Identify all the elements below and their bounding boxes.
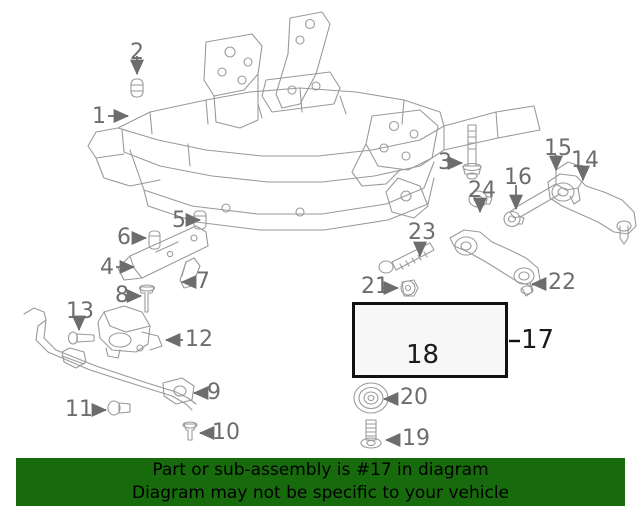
callout-label-5: 5 [172,208,186,233]
line-art-stabilizer-bar [23,305,198,441]
callout-label-6: 6 [117,225,131,250]
callout-label-13: 13 [66,299,94,324]
line-art-subframe [87,11,541,231]
callout-label-11: 11 [65,397,93,422]
callout-label-4: 4 [100,255,114,280]
callout-label-21: 21 [361,274,389,299]
callout-label-14: 14 [571,148,599,173]
notice-line-1: Part or sub-assembly is #17 in diagram [152,460,489,480]
part-notice-banner: Part or sub-assembly is #17 in diagram D… [16,458,625,506]
callout-label-8: 8 [115,283,129,308]
callout-leader-lines [71,56,591,448]
callout-label-24: 24 [468,178,496,203]
line-art-fasteners-left [67,78,207,345]
line-art-bushing-and-bolt-bottom [353,382,389,449]
callout-label-1: 1 [92,104,106,129]
line-art-brace-plate [117,225,209,281]
callout-label-22: 22 [548,270,576,295]
line-art-upper-control-arms [378,124,637,297]
notice-line-2: Diagram may not be specific to your vehi… [131,483,509,503]
callout-label-18: 18 [406,340,440,370]
callout-label-20: 20 [400,385,428,410]
callout-label-17: 17 [521,325,555,355]
callout-label-23: 23 [408,220,436,245]
callout-label-10: 10 [212,420,240,445]
callout-label-3: 3 [438,150,452,175]
callout-label-16: 16 [504,165,532,190]
callout-label-2: 2 [130,40,144,65]
highlighted-part-box [352,302,508,378]
callout-label-19: 19 [402,426,430,451]
callout-label-7: 7 [196,269,210,294]
callout-label-15: 15 [544,136,572,161]
callout-label-12: 12 [185,327,213,352]
callout-label-9: 9 [207,380,221,405]
